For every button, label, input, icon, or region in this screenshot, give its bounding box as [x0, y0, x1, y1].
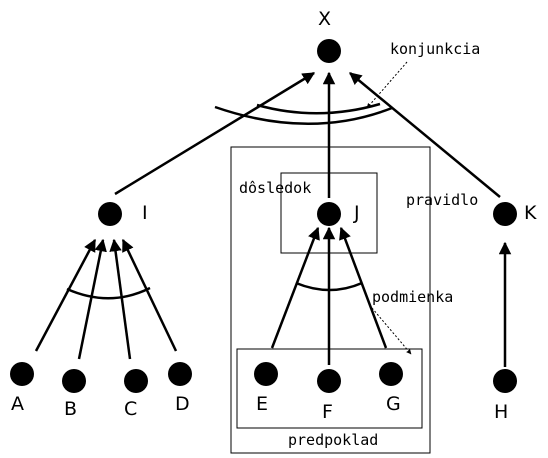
node-H: [493, 369, 517, 393]
edge-A-I: [34, 238, 97, 352]
label-B: B: [64, 398, 77, 420]
konjunkcia-pointer: [366, 61, 408, 109]
label-K: K: [524, 202, 537, 224]
edge-E-J: [270, 226, 320, 349]
konjunkcia-arc-outer: [214, 105, 393, 125]
podmienka-pointer: [371, 307, 412, 355]
node-F: [317, 369, 341, 393]
label-X: X: [318, 8, 331, 30]
label-A: A: [11, 393, 24, 415]
node-D: [168, 362, 192, 386]
node-B: [62, 369, 86, 393]
node-G: [379, 362, 403, 386]
label-H: H: [494, 401, 508, 423]
edge-C-I: [109, 238, 132, 360]
label-D: D: [175, 393, 190, 415]
annotation-dosledok: dôsledok: [239, 179, 311, 197]
label-F: F: [322, 401, 333, 423]
node-E: [254, 362, 278, 386]
arc-J: [295, 281, 363, 292]
annotation-predpoklad: predpoklad: [288, 431, 378, 449]
annotation-pravidlo: pravidlo: [406, 191, 478, 209]
node-A: [10, 362, 34, 386]
annotation-konjunkcia: konjunkcia: [390, 40, 480, 58]
edge-G-J: [339, 226, 388, 349]
label-E: E: [256, 393, 268, 415]
pravidlo-frame: [230, 146, 431, 454]
node-J: [317, 202, 341, 226]
annotation-podmienka: podmienka: [372, 288, 453, 306]
arc-I: [66, 286, 151, 300]
node-X: [317, 39, 341, 63]
label-G: G: [386, 393, 401, 415]
label-C: C: [124, 398, 137, 420]
edge-I-X: [114, 71, 316, 196]
node-C: [124, 369, 148, 393]
edge-D-I: [121, 238, 178, 352]
konjunkcia-arc-inner: [256, 102, 381, 115]
label-J: J: [353, 202, 360, 224]
node-I: [98, 202, 122, 226]
label-I: I: [142, 202, 148, 224]
node-K: [493, 202, 517, 226]
edge-K-X: [349, 72, 501, 198]
edge-B-I: [77, 238, 107, 360]
